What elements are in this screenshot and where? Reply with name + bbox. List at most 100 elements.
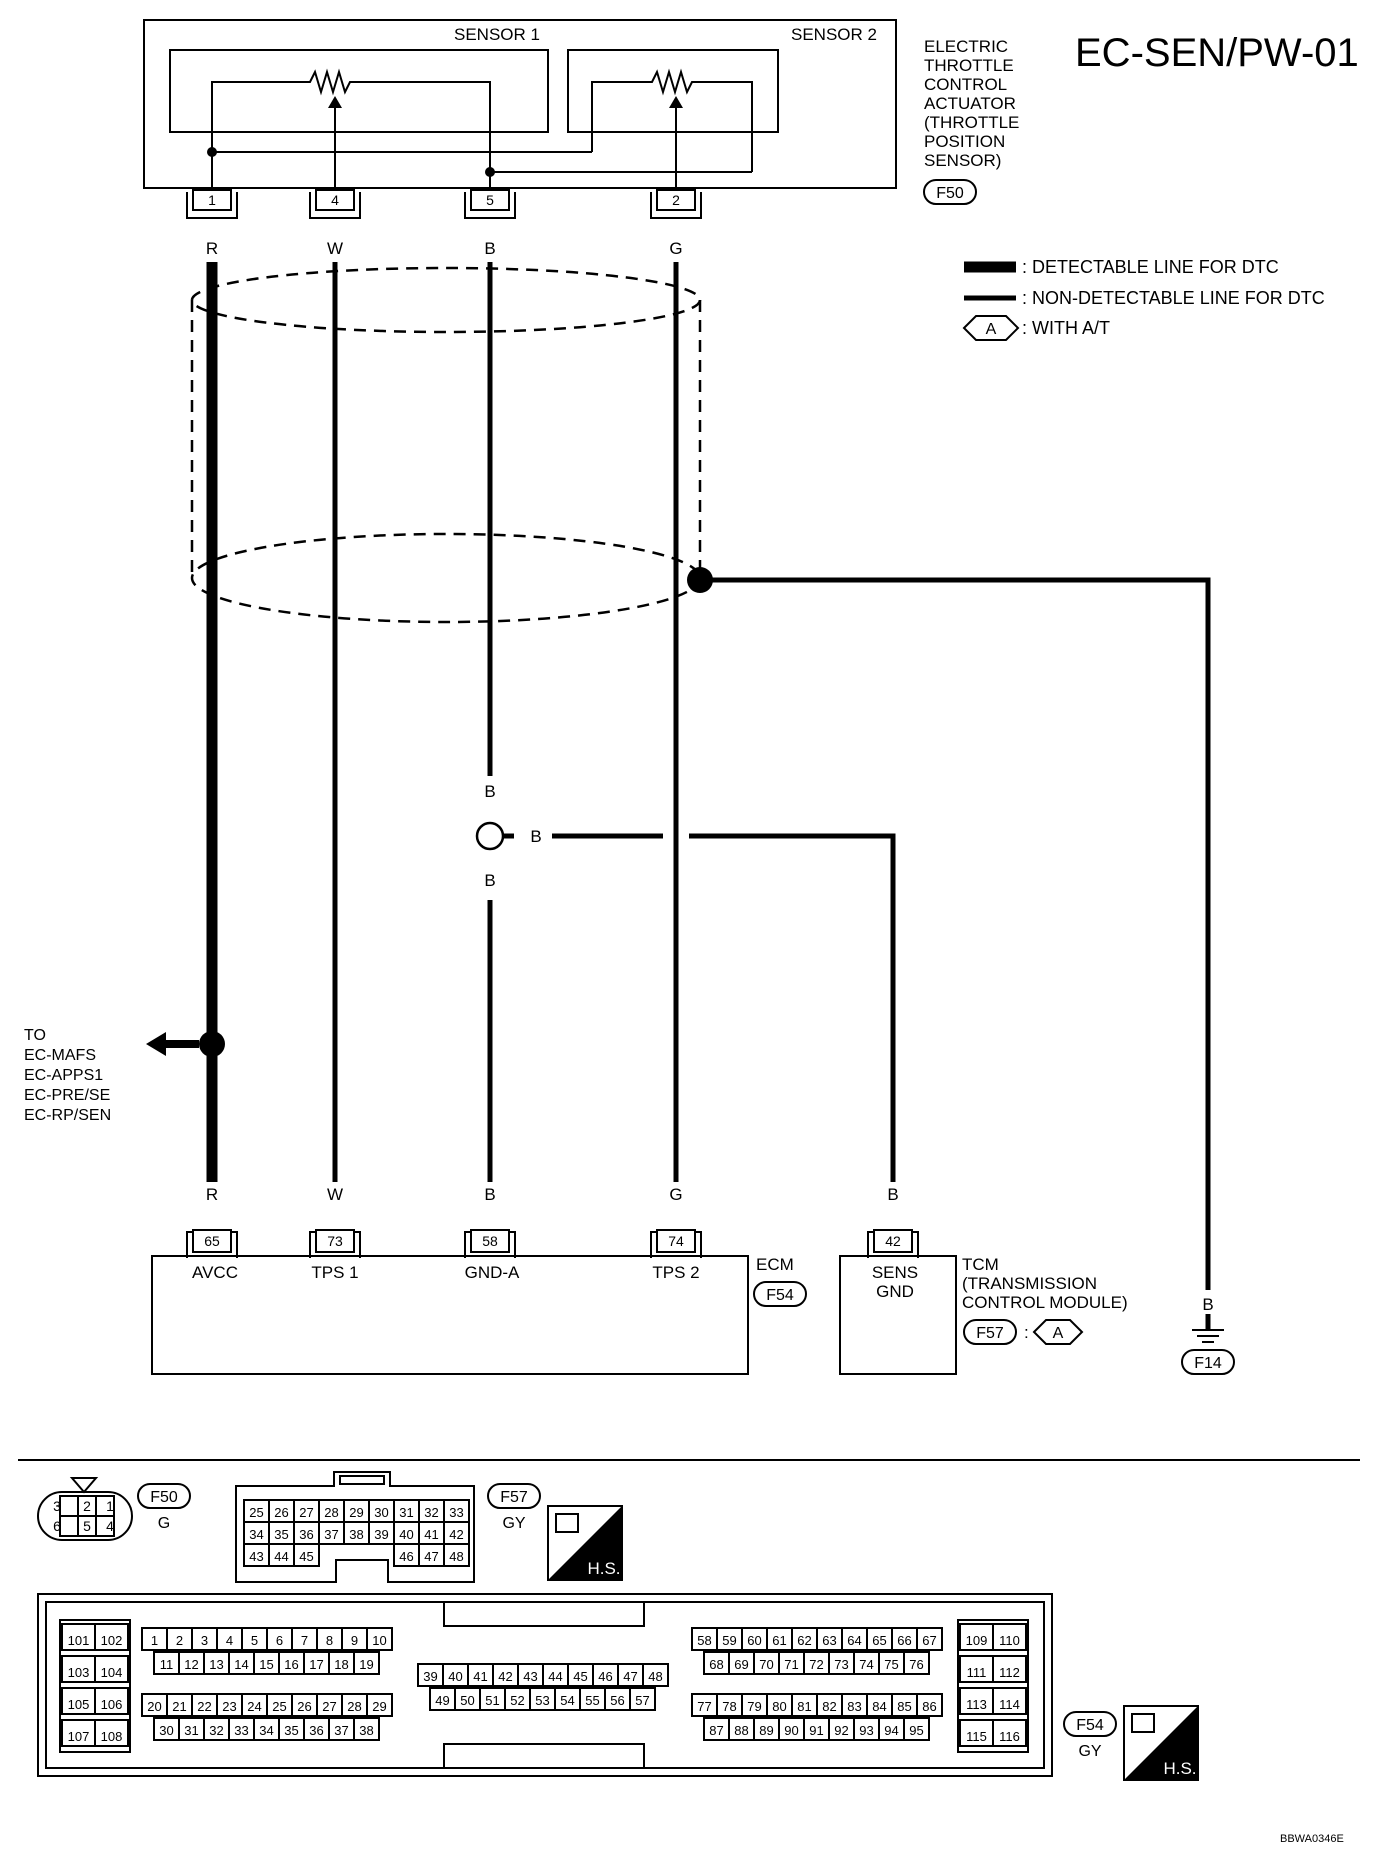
ecm-terminal-avcc: AVCC xyxy=(192,1263,238,1282)
tcm-body xyxy=(839,1255,957,1375)
pin-number: 35 xyxy=(274,1527,288,1542)
pin-number: 49 xyxy=(435,1693,449,1708)
f50-key xyxy=(69,1477,99,1494)
f50-pin: 2 xyxy=(83,1498,91,1514)
branch-arrow xyxy=(146,1032,199,1056)
pin-cell xyxy=(61,1719,96,1747)
tcm-label-line: TCM xyxy=(962,1255,999,1274)
ecm-body xyxy=(151,1255,749,1375)
branch-note-line: EC-PRE/SE xyxy=(24,1087,110,1104)
ecm-label: ECM xyxy=(756,1255,794,1274)
actuator-label-line: ACTUATOR xyxy=(924,94,1016,113)
pin-number: 103 xyxy=(68,1665,90,1680)
pin-number: 46 xyxy=(399,1549,413,1564)
pin-number: 12 xyxy=(184,1657,198,1672)
legend-option-hexagon xyxy=(962,315,1020,341)
tcm-terminal-line: SENS xyxy=(872,1263,918,1282)
pin-number: 30 xyxy=(159,1723,173,1738)
pin-number: 33 xyxy=(234,1723,248,1738)
wire-color-73: W xyxy=(327,1185,343,1204)
pin-number: 70 xyxy=(759,1657,773,1672)
pin-number: 110 xyxy=(999,1633,1020,1648)
ecm-pin-74 xyxy=(656,1229,696,1253)
pin-cell xyxy=(959,1687,994,1715)
f50-pin: 4 xyxy=(106,1518,114,1534)
pin-number: 95 xyxy=(909,1723,923,1738)
pin-cell xyxy=(94,1655,129,1683)
f50-badge xyxy=(137,1483,191,1509)
pin-5 xyxy=(470,189,510,211)
hs-connector-icon xyxy=(1131,1713,1155,1733)
f54-top-key xyxy=(443,1601,645,1627)
tcm-terminal-line: GND xyxy=(876,1282,914,1301)
pin-cell xyxy=(642,1663,669,1687)
pin-number: 84 xyxy=(872,1699,886,1714)
f57-latch xyxy=(339,1475,385,1485)
f54-bottom-key xyxy=(443,1743,645,1769)
pin-1-number: 1 xyxy=(208,192,216,208)
avcc-splice xyxy=(199,1031,225,1057)
pin-number: 32 xyxy=(209,1723,223,1738)
pin-number: 93 xyxy=(859,1723,873,1738)
footer-code: BBWA0346E xyxy=(1280,1833,1344,1845)
pin-cell xyxy=(903,1717,930,1741)
pin-number: 23 xyxy=(222,1699,236,1714)
hs-badge-fill xyxy=(548,1506,622,1580)
branch-note-line: EC-APPS1 xyxy=(24,1067,103,1084)
pin-cell xyxy=(94,1687,129,1715)
wire-color-5: B xyxy=(484,239,495,258)
wire-color-2: G xyxy=(669,239,682,258)
legend-option-symbol: A xyxy=(986,321,997,338)
pin-number: 71 xyxy=(784,1657,798,1672)
label-bg xyxy=(198,236,226,260)
sensor-1-box xyxy=(169,49,549,133)
legend-option-text: : WITH A/T xyxy=(1022,318,1110,338)
pin-cell xyxy=(992,1655,1027,1683)
wire-color-1: R xyxy=(206,239,218,258)
tcm-label-line: (TRANSMISSION xyxy=(962,1274,1097,1293)
pin-number: 40 xyxy=(448,1669,462,1684)
pin-number: 45 xyxy=(299,1549,313,1564)
sensor-2-box xyxy=(567,49,779,133)
pin-number: 41 xyxy=(473,1669,487,1684)
pin-number: 36 xyxy=(299,1527,313,1542)
branch-note-line: TO xyxy=(24,1027,46,1044)
tcm-label-line: CONTROL MODULE) xyxy=(962,1293,1128,1312)
pin-number: 47 xyxy=(424,1549,438,1564)
pin-number: 45 xyxy=(573,1669,587,1684)
pin-number: 48 xyxy=(449,1549,463,1564)
pin-number: 31 xyxy=(399,1505,413,1520)
splice-dot xyxy=(485,167,495,177)
pin-cell xyxy=(293,1543,320,1567)
pin-cell xyxy=(94,1719,129,1747)
f50-color: G xyxy=(158,1515,170,1532)
pin-number: 116 xyxy=(999,1729,1020,1744)
pin-number: 85 xyxy=(897,1699,911,1714)
pin-number: 33 xyxy=(449,1505,463,1520)
wire-color-65: R xyxy=(206,1185,218,1204)
ecm-pin-number: 74 xyxy=(668,1233,684,1249)
pin-number: 94 xyxy=(884,1723,898,1738)
pin-number: 29 xyxy=(372,1699,386,1714)
pin-number: 31 xyxy=(184,1723,198,1738)
pin-number: 9 xyxy=(351,1633,358,1648)
f57-badge xyxy=(487,1483,541,1509)
pin-number: 4 xyxy=(226,1633,233,1648)
pin-number: 111 xyxy=(967,1665,987,1680)
pin-number: 48 xyxy=(648,1669,662,1684)
pin-number: 14 xyxy=(234,1657,248,1672)
label-bg xyxy=(879,1182,907,1206)
ecm-pin-73 xyxy=(315,1229,355,1253)
pin-4 xyxy=(315,189,355,211)
actuator-connector-badge xyxy=(923,179,977,205)
shield xyxy=(190,266,702,624)
ecm-terminal-tps2: TPS 2 xyxy=(652,1263,699,1282)
junction-connector xyxy=(475,821,505,851)
wire-color-58: B xyxy=(484,1185,495,1204)
pin-5-number: 5 xyxy=(486,192,494,208)
pin-number: 89 xyxy=(759,1723,773,1738)
hs-badge-fill xyxy=(1124,1706,1198,1780)
f57-color: GY xyxy=(502,1515,525,1532)
